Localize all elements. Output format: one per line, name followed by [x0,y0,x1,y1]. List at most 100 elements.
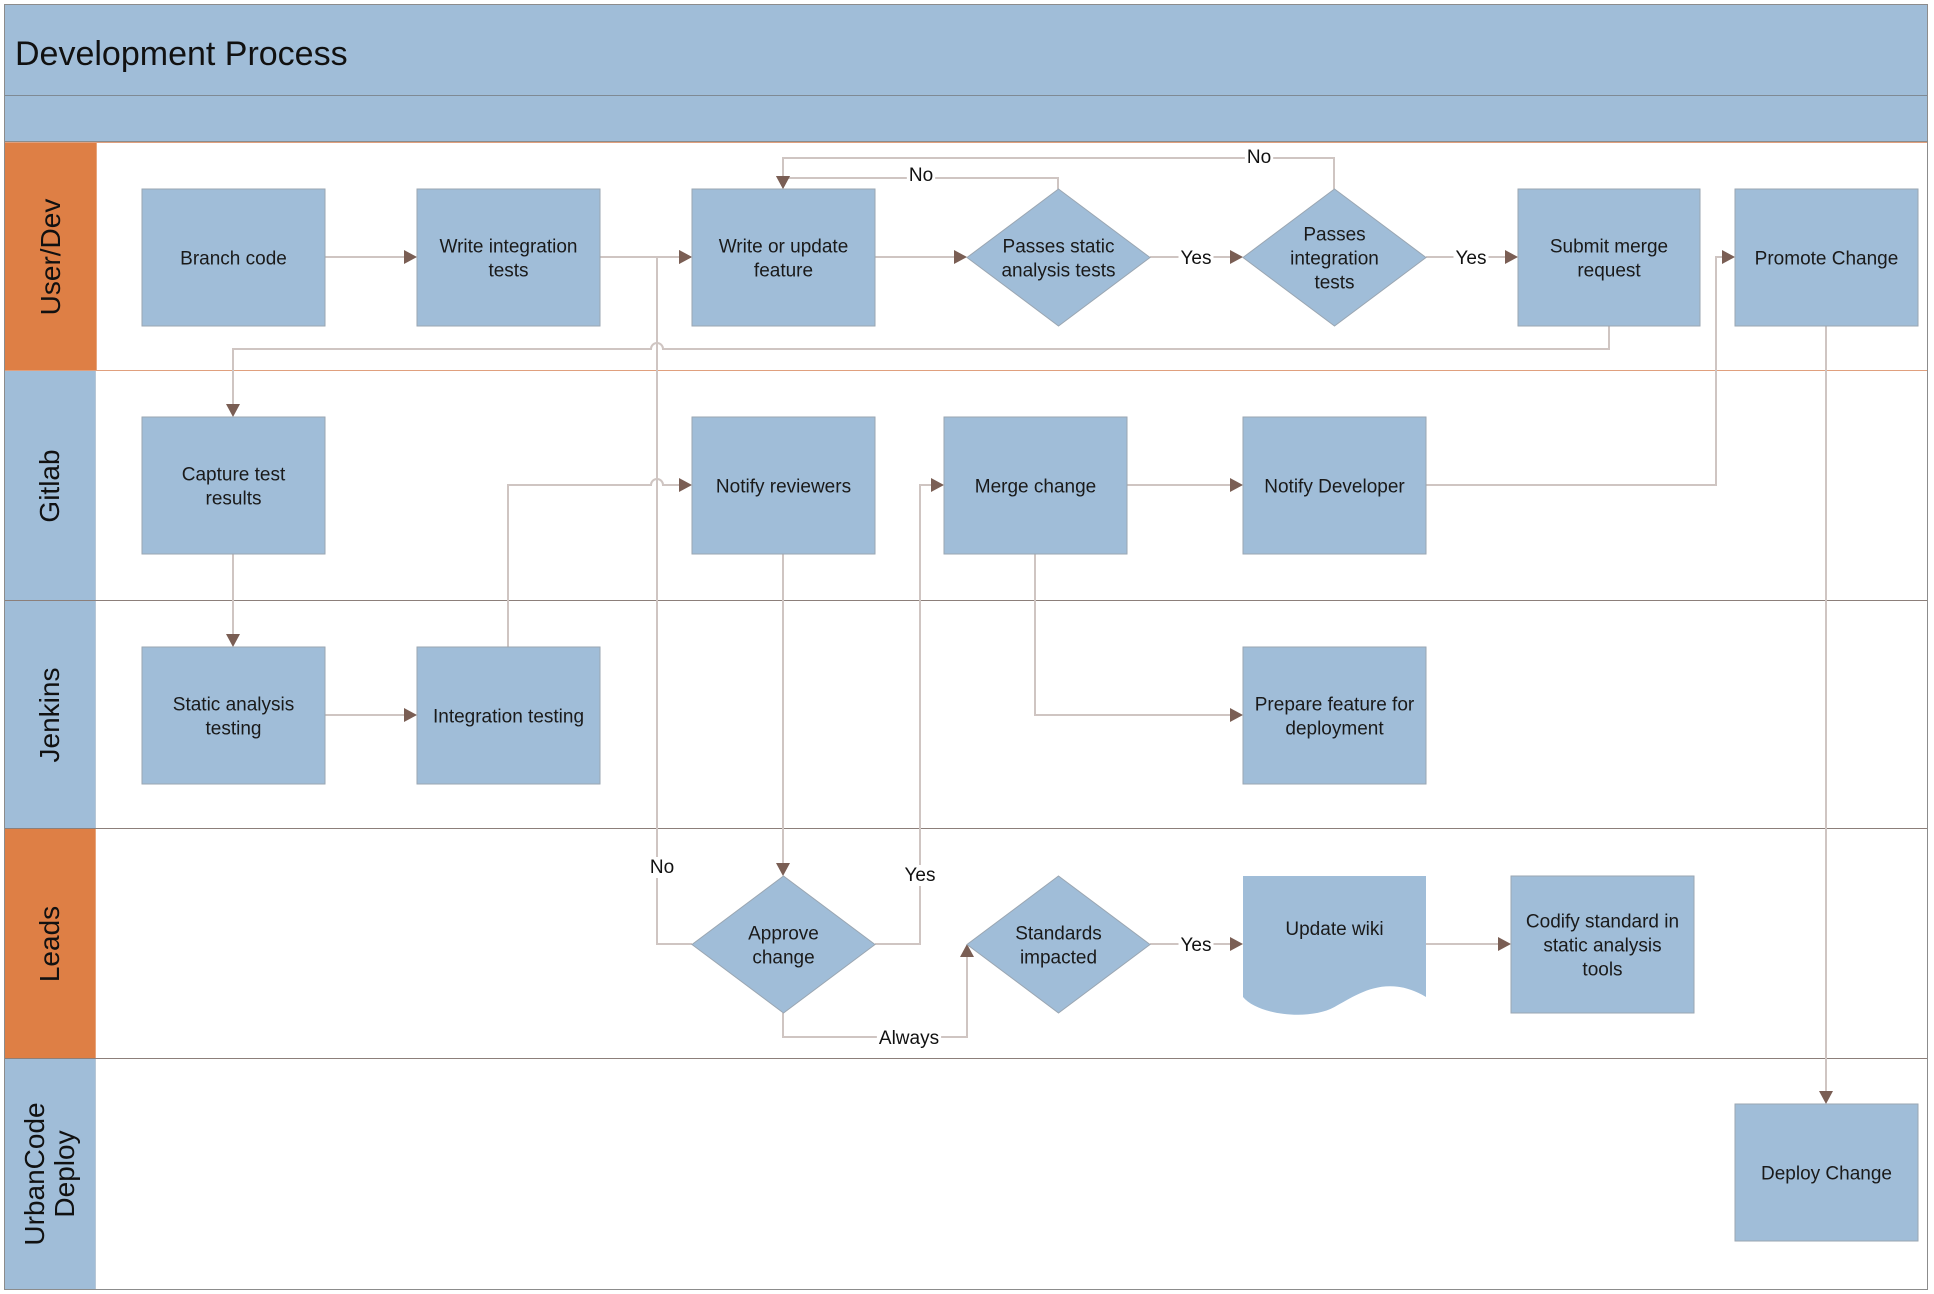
node-capture-test-results[interactable]: Capture test results [141,416,326,555]
connector-label: No [1247,147,1271,168]
arrowhead-icon [931,478,944,492]
node-label: testing [206,719,262,740]
arrowhead-icon [1819,1091,1833,1104]
connector-label-bg [1178,935,1214,956]
connector-promote-change-to-deploy-change[interactable] [1819,326,1833,1104]
connector-merge-change-to-notify-developer[interactable] [1127,478,1243,492]
node-label: static analysis [1543,936,1661,957]
connector-notify-reviewers-to-approve-change[interactable] [776,554,790,876]
connector-label-bg [906,165,936,186]
connector-merge-change-to-prepare-feature[interactable] [1034,554,1243,722]
connector-label: Yes [1181,935,1212,956]
arrowhead-icon [226,404,240,417]
node-label: Deploy Change [1761,1164,1892,1185]
node-merge-change[interactable]: Merge change [943,416,1128,555]
connector-passes-integration-to-write-update-feature[interactable]: No [776,147,1335,189]
node-label: Capture test [182,465,286,486]
connector-line [875,484,931,945]
node-label: Notify Developer [1264,477,1405,498]
connector-notify-developer-to-promote-change[interactable] [1426,250,1735,486]
node-notify-developer[interactable]: Notify Developer [1242,416,1427,555]
connector-line [1034,554,1230,716]
node-label: feature [754,261,813,282]
node-deploy-change[interactable]: Deploy Change [1734,1103,1919,1242]
arrowhead-icon [226,634,240,647]
connector-write-update-feature-to-passes-static[interactable] [875,250,967,264]
process-shape [1242,416,1427,555]
arrowhead-icon [776,176,790,189]
connector-line [1426,256,1722,486]
node-label: Integration testing [433,707,584,728]
swimlane-leads[interactable]: Leads [4,829,1928,1059]
swimlane-gitlab[interactable]: Gitlab [4,371,1928,601]
connector-label: No [650,857,674,878]
node-branch-code[interactable]: Branch code [141,188,326,327]
lane-header-userdev[interactable]: User/Dev [5,143,97,370]
process-shape [141,416,326,555]
node-label: Submit merge [1550,237,1668,258]
node-label: Write integration [440,237,578,258]
node-label: tools [1582,960,1622,981]
swimlane-jenkins[interactable]: Jenkins [4,601,1928,829]
arrowhead-icon [1230,708,1243,722]
connector-label-bg [876,1028,942,1049]
decision-shape [1242,188,1427,327]
lane-header-gitlab[interactable]: Gitlab [4,371,96,600]
node-label: change [752,948,814,969]
connector-standards-impacted-to-update-wiki[interactable]: Yes [1150,935,1243,956]
node-submit-merge-request[interactable]: Submit merge request [1517,188,1701,327]
connector-label-bg [1244,147,1274,168]
node-label: results [206,489,262,510]
lane-header-jenkins[interactable]: Jenkins [4,601,96,828]
node-notify-reviewers[interactable]: Notify reviewers [691,416,876,555]
connector-branch-code-to-write-integration-tests[interactable] [325,250,417,264]
connector-approve-change-to-merge-change[interactable]: Yes [875,478,944,945]
node-promote-change[interactable]: Promote Change [1734,188,1919,327]
node-label: Notify reviewers [716,477,851,498]
phase-band [4,95,1928,142]
node-label: analysis tests [1001,261,1115,282]
lane-header-leads[interactable]: Leads [4,829,96,1058]
connector-passes-static-to-passes-integration[interactable]: Yes [1150,248,1243,269]
diagram-title-band: Development Process [4,4,1928,96]
connector-approve-change-to-write-update-feature[interactable]: No [647,250,692,945]
node-label: request [1577,261,1641,282]
node-label: Write or update [719,237,849,258]
decision-shape [966,875,1151,1014]
process-shape [691,188,876,327]
node-write-integration-tests[interactable]: Write integration tests [416,188,601,327]
connector-passes-integration-to-submit-merge-request[interactable]: Yes [1426,248,1518,269]
decision-shape [691,875,876,1014]
node-label: tests [1314,273,1354,294]
arrowhead-icon [776,863,790,876]
shapes: Branch code Write integration tests Write o… [141,188,1919,1242]
process-shape [141,188,326,327]
connector-static-analysis-testing-to-integration-testing[interactable] [325,708,417,722]
process-shape [691,416,876,555]
connector-line [782,957,968,1038]
diagram-title: Development Process [15,35,348,73]
node-update-wiki[interactable]: Update wiki [1243,876,1426,1015]
node-write-update-feature[interactable]: Write or update feature [691,188,876,327]
connector-capture-test-results-to-static-analysis-testing[interactable] [226,554,240,647]
node-label: Approve [748,924,819,945]
process-shape [1510,875,1695,1014]
connector-update-wiki-to-codify-standard[interactable] [1426,937,1511,951]
connector-approve-change-to-standards-impacted[interactable]: Always [782,944,974,1049]
node-approve-change[interactable]: Approve change [691,875,876,1014]
connector-label-bg [647,857,677,878]
node-label: tests [488,261,528,282]
arrowhead-icon [1230,937,1243,951]
arrowhead-icon [1230,478,1243,492]
node-label: Promote Change [1755,249,1899,270]
node-integration-testing[interactable]: Integration testing [416,646,601,785]
connector-label: Yes [1456,248,1487,269]
